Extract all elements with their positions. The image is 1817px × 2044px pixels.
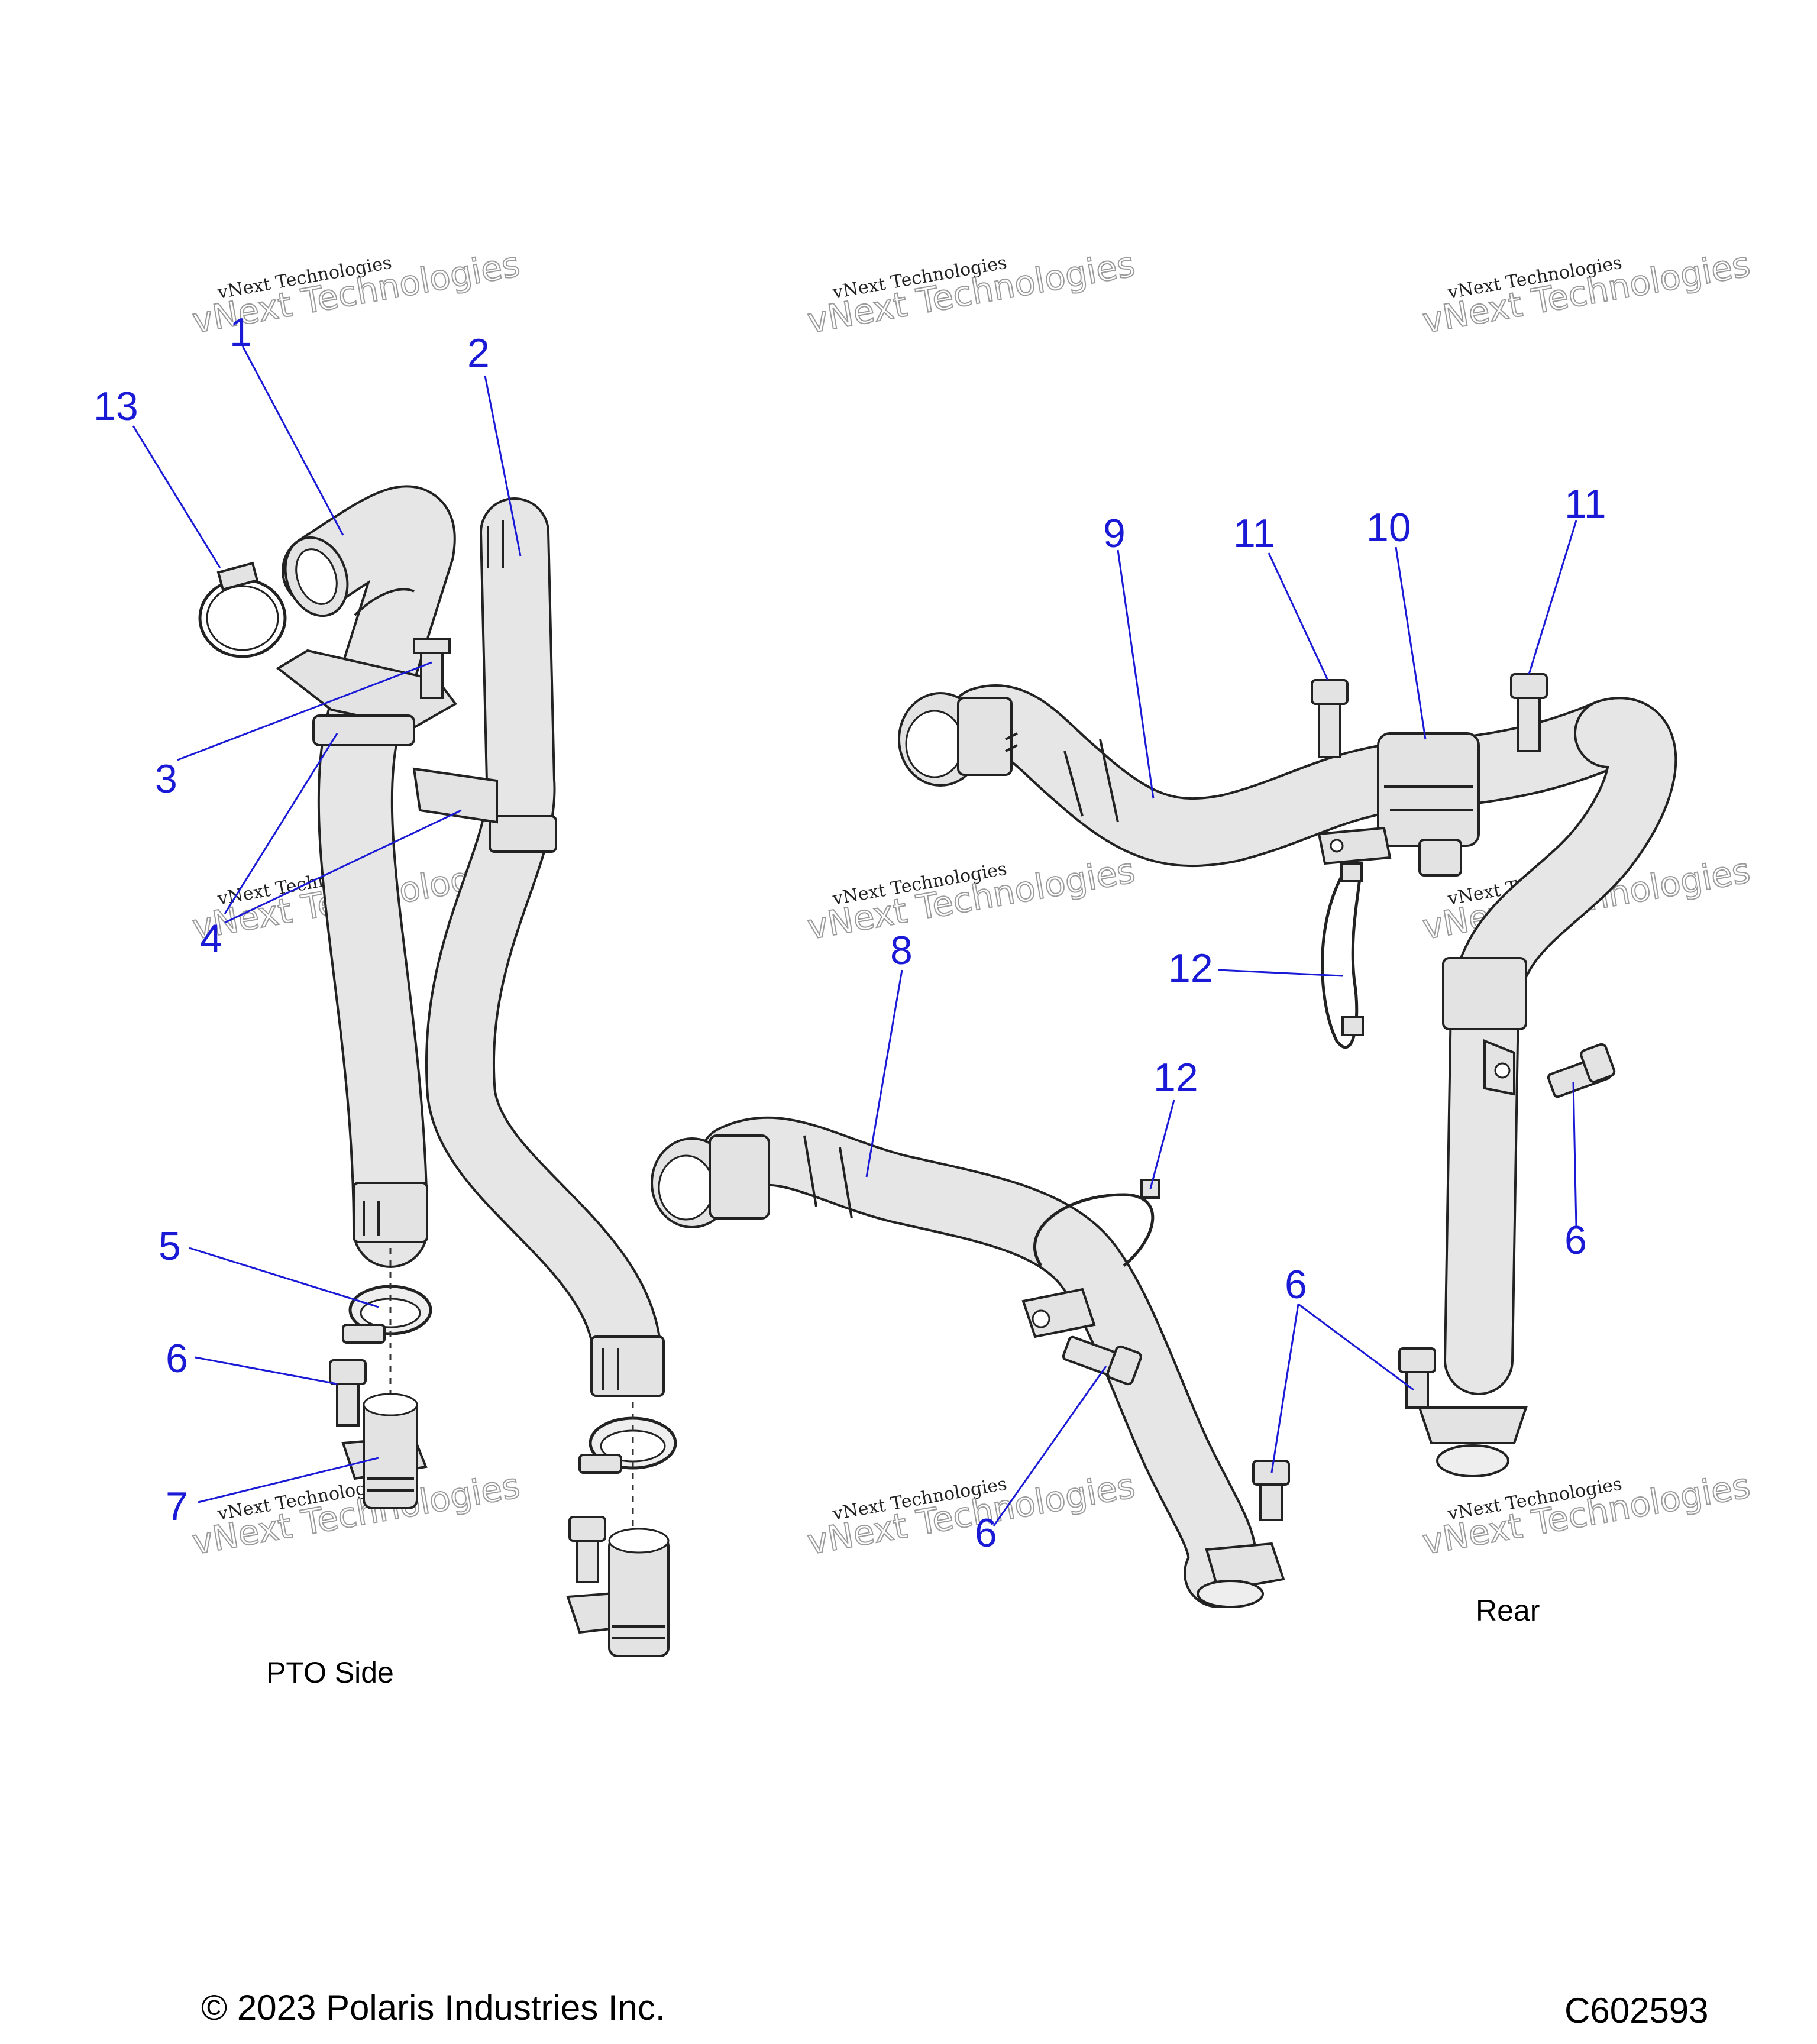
bolt: [568, 1516, 606, 1583]
callout-9: 9: [1103, 511, 1126, 556]
coolant-hose-2: [412, 497, 665, 1397]
bolt-6: [1252, 1460, 1290, 1521]
bolt-6: [1062, 1335, 1142, 1386]
figure-id: C602593: [1564, 1991, 1709, 2030]
hose-clamp-bracket-10: [1317, 732, 1480, 877]
callout-6: 6: [1564, 1218, 1587, 1263]
callout-12: 12: [1153, 1055, 1198, 1100]
rear-caption: Rear: [1476, 1594, 1540, 1627]
callout-12: 12: [1168, 946, 1213, 991]
leader-lines: [132, 345, 1577, 1526]
hose-bracket: [276, 638, 457, 746]
bolt-6: [329, 1359, 367, 1427]
watermark: vNext Technologies vNext Technologies: [804, 243, 1139, 341]
hose-clamp: [578, 1416, 677, 1474]
coolant-hose-8: [651, 1116, 1285, 1608]
watermark: vNext Technologies vNext Technologies: [804, 1464, 1139, 1563]
bolt-11: [1311, 679, 1349, 758]
callout-10: 10: [1366, 505, 1411, 550]
hose-clamp-5: [342, 1285, 432, 1344]
callout-11: 11: [1564, 481, 1606, 526]
pto-side-caption: PTO Side: [266, 1656, 394, 1689]
watermark: vNext Technologies vNext Technologies: [804, 849, 1139, 947]
callout-13: 13: [93, 384, 138, 429]
fitting-7: [341, 1393, 428, 1509]
callout-4: 4: [200, 916, 222, 961]
callout-7: 7: [166, 1484, 188, 1529]
cable-tie-12: [1321, 862, 1364, 1049]
callout-3: 3: [155, 756, 177, 801]
callout-5: 5: [159, 1224, 181, 1269]
callout-2: 2: [467, 331, 490, 376]
callout-1: 1: [229, 310, 252, 355]
bolt-6: [1547, 1043, 1616, 1098]
bolt-6: [1398, 1347, 1436, 1409]
callout-numbers: 1 2 13 3 4 5 6 7 8 9 11 10 11 12 12 6 6 …: [93, 310, 1606, 1555]
hose-clamp-13: [198, 561, 287, 658]
callout-11: 11: [1233, 511, 1275, 556]
callout-6: 6: [975, 1511, 997, 1555]
coolant-hose-1: [282, 485, 456, 1268]
coolant-hose-9: [898, 684, 1677, 1477]
watermark: vNext Technologies vNext Technologies: [1419, 243, 1754, 341]
fitting: [566, 1528, 670, 1657]
callout-8: 8: [890, 928, 913, 973]
bolt-11: [1510, 673, 1548, 752]
copyright-text: © 2023 Polaris Industries Inc.: [201, 1988, 665, 2027]
callout-6: 6: [1285, 1262, 1307, 1307]
callout-6: 6: [166, 1336, 188, 1381]
